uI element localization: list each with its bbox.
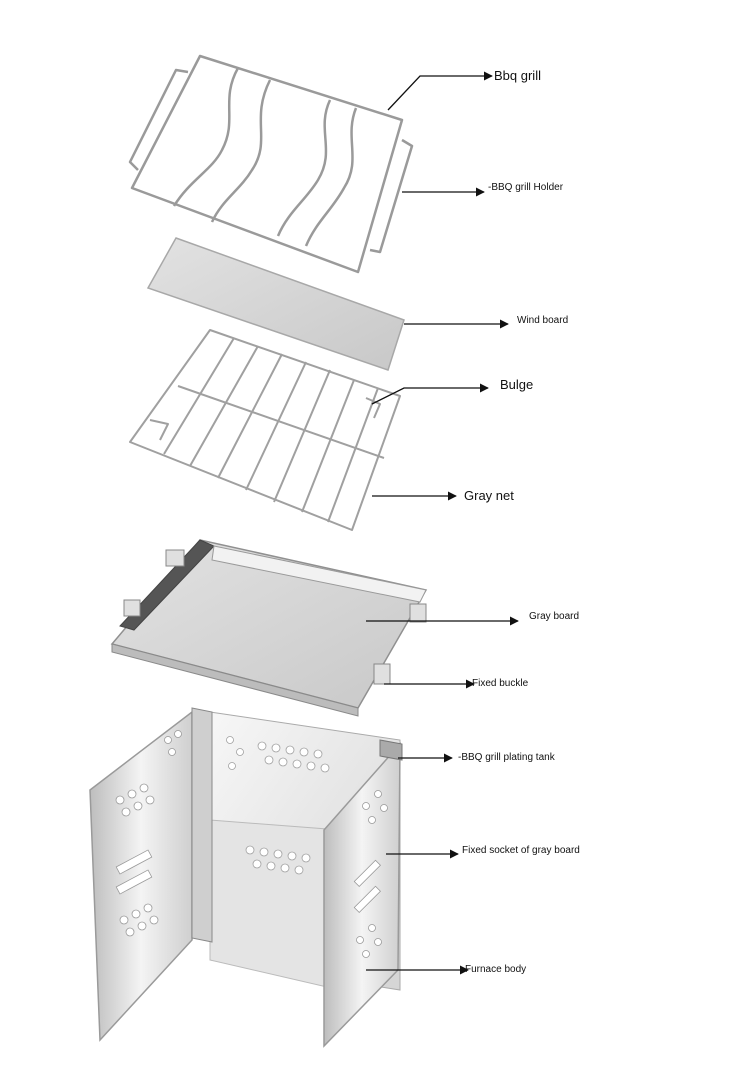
label-furnace-body: Furnace body [465,964,527,975]
label-bulge: Bulge [500,377,534,392]
label-gray-net: Gray net [464,488,514,503]
label-bbq-grill: Bbq grill [494,68,541,83]
leader-lines [366,71,519,975]
label-bbq-grill-holder: -BBQ grill Holder [488,182,564,193]
label-fixed-socket-of-gray-board: Fixed socket of gray board [462,845,580,856]
gray-board [110,539,428,717]
furnace-body [89,707,403,1048]
label-gray-board: Gray board [529,611,580,622]
bbq-grill [128,54,414,274]
label-bbq-grill-plating-tank: -BBQ grill plating tank [458,752,555,763]
gray-net [129,329,401,531]
label-wind-board: Wind board [517,315,569,326]
wind-board [146,237,405,371]
label-fixed-buckle: Fixed buckle [472,678,529,689]
